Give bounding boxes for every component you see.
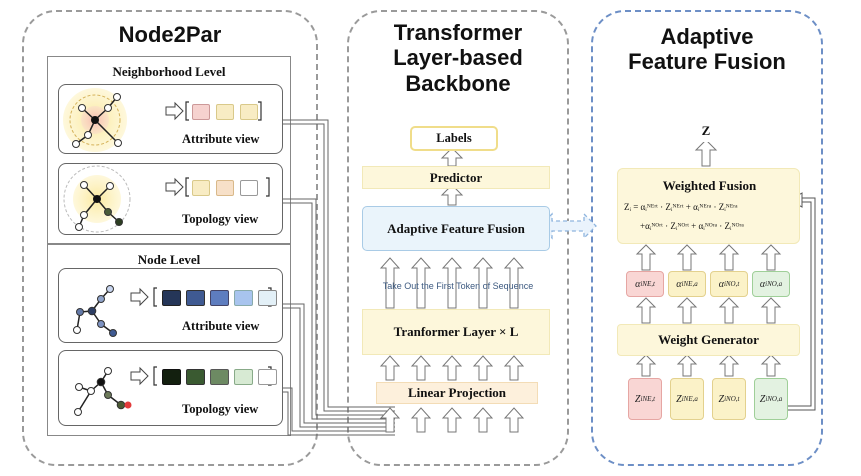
fusion-panel	[591, 10, 823, 466]
predictor-box: Predictor	[362, 166, 550, 189]
fusion-formula-line1: Zᵢ = αᵢᴺᴱʳᵗ · Zᵢᴺᴱʳᵗ + αᵢᴺᴱʳᵃ · Zᵢᴺᴱʳᵃ	[624, 202, 738, 212]
z-input-ne-a-sup: NE,a	[683, 395, 698, 403]
swatch	[210, 369, 229, 385]
swatch	[192, 104, 210, 120]
swatch-row-ne-topology	[192, 180, 258, 196]
swatch	[162, 369, 181, 385]
swatch	[258, 290, 277, 306]
node-level-frame	[47, 244, 291, 436]
swatch	[240, 104, 258, 120]
backbone-title-line2: Layer-based	[393, 45, 523, 71]
view-card-no-topology	[58, 350, 283, 426]
swatch	[258, 369, 277, 385]
take-out-first-token-text: Take Out the First Token of Sequence	[382, 281, 534, 291]
alpha-no-a-sub: i	[765, 280, 768, 288]
neighborhood-level-title: Neighborhood Level	[112, 64, 226, 79]
arrows-into-projection	[379, 407, 525, 433]
backbone-title-line1: Transformer	[393, 20, 523, 45]
z-input-no-a-sub: i	[765, 395, 768, 403]
fusion-title-line1: Adaptive	[660, 24, 754, 49]
graph-ne-topology	[63, 165, 131, 233]
swatch-row-no-topology	[162, 369, 277, 385]
node-level-title: Node Level	[137, 252, 201, 267]
graph-no-attribute	[73, 285, 117, 337]
z-input-no-a-sup: NO,a	[767, 395, 783, 403]
node2par-panel	[22, 10, 318, 466]
swatch	[192, 180, 210, 196]
alpha-ne-t-sub: i	[640, 280, 643, 288]
alpha-ne-a-base: α	[676, 278, 682, 290]
swatch	[216, 104, 234, 120]
swatch	[234, 369, 253, 385]
transformer-layer-box: Tranformer Layer × L	[362, 309, 550, 355]
view-label-no-topology: Topology view	[182, 402, 259, 416]
swatch-row-ne-attribute	[192, 104, 258, 120]
linear-projection-box: Linear Projection	[376, 382, 538, 404]
z-input-ne-t-sub: i	[640, 395, 643, 403]
backbone-title: Transformer Layer-based Backbone	[347, 20, 569, 96]
z-input-no-a-base: Z	[759, 393, 766, 405]
neighborhood-level-frame	[47, 56, 291, 244]
z-input-ne-a-base: Z	[676, 393, 682, 405]
swatch	[186, 369, 205, 385]
alpha-no-t-base: α	[718, 278, 724, 290]
alpha-no-a-base: α	[759, 278, 766, 290]
alpha-no-a-sup: NO,a	[767, 280, 783, 288]
swatch	[210, 290, 229, 306]
swatch	[186, 290, 205, 306]
graph-ne-attribute	[63, 88, 127, 152]
alpha-no-t-sub: i	[723, 280, 726, 288]
z-input-no-t-sub: i	[724, 395, 727, 403]
weighted-fusion-box: Weighted Fusion Zᵢ = αᵢᴺᴱʳᵗ · Zᵢᴺᴱʳᵗ + α…	[617, 168, 800, 244]
backbone-title-line3: Backbone	[405, 70, 511, 96]
weighted-fusion-title: Weighted Fusion	[662, 178, 757, 193]
swatch	[240, 180, 258, 196]
adaptive-feature-fusion-box: Adaptive Feature Fusion	[362, 206, 550, 251]
view-label-ne-topology: Topology view	[182, 212, 259, 226]
alpha-ne-a-sub: i	[681, 280, 684, 288]
swatch	[234, 290, 253, 306]
alpha-ne-t-base: α	[635, 278, 641, 290]
alpha-no-t-sup: NO,t	[725, 280, 740, 288]
z-input-no-t-base: Z	[718, 393, 725, 405]
alpha-ne-t-sup: NE,t	[642, 280, 655, 288]
z-input-ne-a-sub: i	[681, 395, 684, 403]
swatch-row-no-attribute	[162, 290, 277, 306]
weight-generator-box: Weight Generator	[617, 324, 800, 356]
z-output-label: Z	[676, 120, 736, 142]
z-input-ne-t-sup: NE,t	[642, 395, 656, 403]
z-input-ne-t-base: Z	[634, 393, 641, 405]
graph-no-topology	[74, 367, 132, 416]
fusion-title-line2: Feature Fusion	[628, 49, 786, 75]
backbone-panel	[347, 10, 569, 466]
z-input-no-t-sup: NO,t	[726, 395, 740, 403]
swatch	[162, 290, 181, 306]
view-card-ne-topology	[58, 163, 283, 235]
view-label-no-attribute: Attribute view	[182, 319, 260, 333]
swatch	[216, 180, 234, 196]
view-card-ne-attribute	[58, 84, 283, 154]
view-card-no-attribute	[58, 268, 283, 343]
alpha-ne-a-sup: NE,a	[683, 280, 698, 288]
node2par-title: Node2Par	[118, 22, 222, 47]
fusion-formula-line2: +αᵢᴺᴼʳᵗ · Zᵢᴺᴼʳᵗ + αᵢᴺᴼʳᵃ · Zᵢᴺᴼʳᵃ	[640, 221, 744, 231]
view-label-ne-attribute: Attribute view	[182, 132, 260, 146]
fusion-title: Adaptive Feature Fusion	[591, 24, 823, 75]
labels-box: Labels	[410, 126, 498, 151]
